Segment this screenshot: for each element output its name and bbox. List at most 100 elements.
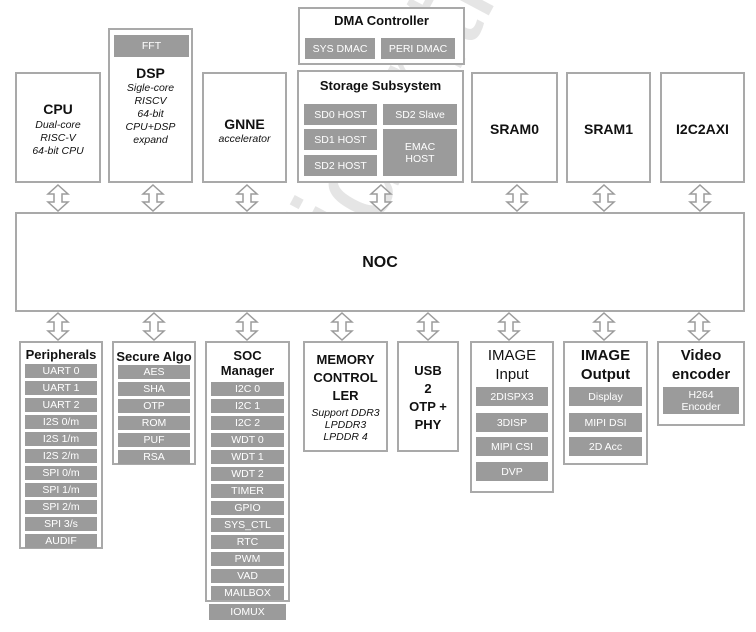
- soc-manager-chip: I2C 1: [211, 399, 284, 413]
- image-input-block: IMAGE Input 2DISPX3 3DISP MIPI CSI DVP: [470, 341, 554, 493]
- peripherals-block: Peripherals UART 0 UART 1 UART 2 I2S 0/m…: [19, 341, 103, 549]
- emac-host-chip: EMAC HOST: [383, 129, 457, 176]
- soc-manager-chip: VAD: [211, 569, 284, 583]
- peripherals-noc-arrow: [46, 311, 70, 342]
- memory-controller-noc-arrow: [330, 311, 354, 342]
- image-input-chip: DVP: [476, 462, 548, 481]
- cpu-desc-3: 64-bit CPU: [32, 145, 84, 157]
- cpu-block: CPU Dual-core RISC-V 64-bit CPU: [15, 72, 101, 183]
- sd1-host-chip: SD1 HOST: [304, 129, 377, 150]
- cpu-desc-2: RISC-V: [40, 132, 76, 144]
- gnne-block: GNNE accelerator: [202, 72, 287, 183]
- peripheral-chip: SPI 0/m: [25, 466, 97, 480]
- storage-subsystem-title: Storage Subsystem: [319, 78, 442, 93]
- image-input-title-1: IMAGE: [487, 347, 537, 364]
- dsp-desc-1: Sigle-core: [126, 82, 175, 94]
- memory-controller-desc-2: LPDDR3: [324, 419, 367, 431]
- peri-dmac-chip: PERI DMAC: [381, 38, 455, 59]
- h264-encoder-chip: H264 Encoder: [663, 387, 739, 414]
- sys-dmac-chip: SYS DMAC: [305, 38, 375, 59]
- image-output-title-2: Output: [580, 366, 631, 383]
- secure-algo-chip: AES: [118, 365, 190, 379]
- image-output-noc-arrow: [592, 311, 616, 342]
- secure-algo-chip: ROM: [118, 416, 190, 430]
- soc-manager-chip: WDT 2: [211, 467, 284, 481]
- i2c2axi-title: I2C2AXI: [676, 121, 729, 137]
- video-encoder-title-2: encoder: [671, 366, 731, 383]
- dsp-desc-4: CPU+DSP: [125, 121, 176, 133]
- video-encoder-block: Video encoder H264 Encoder: [657, 341, 745, 426]
- usb-title-1: USB: [414, 363, 442, 378]
- soc-manager-chip: MAILBOX: [211, 586, 284, 600]
- secure-algo-chip: OTP: [118, 399, 190, 413]
- soc-manager-chip: I2C 0: [211, 382, 284, 396]
- video-encoder-title-1: Video: [680, 347, 722, 364]
- peripheral-chip: UART 0: [25, 364, 97, 378]
- usb-noc-arrow: [416, 311, 440, 342]
- sd0-host-chip: SD0 HOST: [304, 104, 377, 125]
- image-input-chip: MIPI CSI: [476, 437, 548, 456]
- sd2-host-chip: SD2 HOST: [304, 155, 377, 176]
- dsp-block: FFT DSP Sigle-core RISCV 64-bit CPU+DSP …: [108, 28, 193, 183]
- memory-controller-block: MEMORY CONTROL LER Support DDR3 LPDDR3 L…: [303, 341, 388, 452]
- sram0-noc-arrow: [505, 183, 529, 213]
- usb-block: USB 2 OTP + PHY: [397, 341, 459, 452]
- image-input-title-2: Input: [495, 366, 529, 383]
- secure-algo-noc-arrow: [142, 311, 166, 342]
- i2c2axi-block: I2C2AXI: [660, 72, 745, 183]
- soc-manager-chip: PWM: [211, 552, 284, 566]
- gnne-noc-arrow: [235, 183, 259, 213]
- soc-manager-chip: GPIO: [211, 501, 284, 515]
- sram1-noc-arrow: [592, 183, 616, 213]
- soc-manager-chip: TIMER: [211, 484, 284, 498]
- i2c2axi-noc-arrow: [688, 183, 712, 213]
- image-output-chip: Display: [569, 387, 642, 406]
- sram0-block: SRAM0: [471, 72, 558, 183]
- cpu-title: CPU: [43, 101, 73, 117]
- image-output-title-1: IMAGE: [580, 347, 631, 364]
- dsp-title: DSP: [136, 65, 165, 81]
- peripheral-chip: SPI 2/m: [25, 500, 97, 514]
- secure-algo-title: Secure Algo: [116, 349, 192, 364]
- image-input-noc-arrow: [497, 311, 521, 342]
- image-output-block: IMAGE Output Display MIPI DSI 2D Acc: [563, 341, 648, 465]
- gnne-desc: accelerator: [218, 133, 271, 145]
- peripheral-chip: SPI 1/m: [25, 483, 97, 497]
- secure-algo-chip: SHA: [118, 382, 190, 396]
- dsp-desc-2: RISCV: [134, 95, 167, 107]
- soc-manager-chip: SYS_CTL: [211, 518, 284, 532]
- memory-controller-desc-1: Support DDR3: [311, 407, 380, 419]
- soc-manager-title-1: SOC: [233, 348, 262, 363]
- sram1-title: SRAM1: [583, 121, 633, 137]
- dma-controller-block: DMA Controller SYS DMAC PERI DMAC: [298, 7, 465, 65]
- sram1-block: SRAM1: [566, 72, 651, 183]
- peripheral-chip: AUDIF: [25, 534, 97, 548]
- soc-manager-chip: I2C 2: [211, 416, 284, 430]
- usb-title-3: OTP +: [409, 399, 447, 414]
- peripheral-chip: UART 1: [25, 381, 97, 395]
- sd2-slave-chip: SD2 Slave: [383, 104, 457, 125]
- soc-manager-chip: WDT 0: [211, 433, 284, 447]
- dsp-noc-arrow: [141, 183, 165, 213]
- memory-controller-title-2: CONTROL: [313, 370, 378, 385]
- image-output-chip: 2D Acc: [569, 437, 642, 456]
- cpu-noc-arrow: [46, 183, 70, 213]
- soc-manager-chip: WDT 1: [211, 450, 284, 464]
- storage-subsystem-block: Storage Subsystem SD0 HOST SD2 Slave SD1…: [297, 70, 464, 183]
- memory-controller-desc-3: LPDDR 4: [323, 431, 368, 443]
- soc-manager-title-2: Manager: [220, 363, 275, 378]
- image-input-chip: 3DISP: [476, 413, 548, 432]
- soc-manager-noc-arrow: [235, 311, 259, 342]
- image-output-chip: MIPI DSI: [569, 413, 642, 432]
- sram0-title: SRAM0: [489, 121, 539, 137]
- soc-manager-chip: RTC: [211, 535, 284, 549]
- usb-title-4: PHY: [414, 417, 442, 432]
- peripheral-chip: I2S 1/m: [25, 432, 97, 446]
- noc-block: NOC: [15, 212, 745, 312]
- secure-algo-chip: RSA: [118, 450, 190, 464]
- peripherals-title: Peripherals: [25, 347, 97, 362]
- usb-title-2: 2: [424, 381, 432, 396]
- secure-algo-chip: PUF: [118, 433, 190, 447]
- noc-title: NOC: [362, 254, 398, 271]
- memory-controller-title-3: LER: [332, 388, 359, 403]
